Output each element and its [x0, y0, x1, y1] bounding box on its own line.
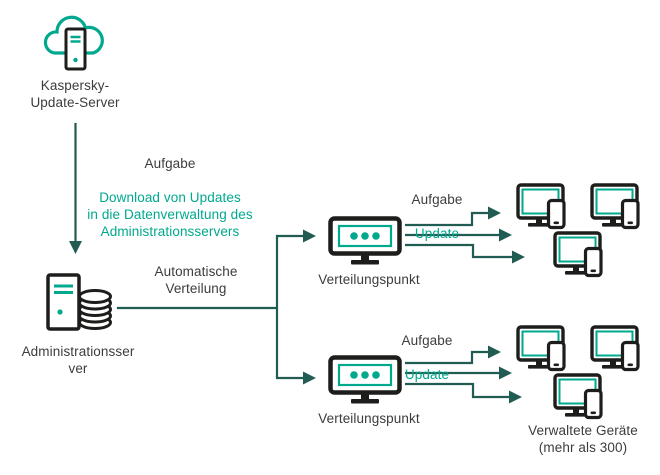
cloud-server-icon: [43, 10, 105, 72]
task-download-detail: Download von Updates in die Datenverwalt…: [87, 190, 253, 239]
task-update-bottom-detail: Update: [404, 367, 450, 382]
auto-distribution-label: Automatische Verteilung: [154, 264, 238, 296]
distribution-monitor-icon: [328, 216, 402, 266]
managed-devices-label: Verwaltete Geräte (mehr als 300): [528, 423, 638, 455]
task-update-top-title: Aufgabe: [411, 192, 463, 207]
monitor-with-phone-icon: [590, 183, 642, 231]
admin-server-label: Administrationsser ver: [21, 344, 135, 376]
task-update-top-label: Aufgabe Update: [377, 174, 497, 242]
distribution-point-bottom-label: Verteilungspunkt: [318, 411, 420, 426]
monitor-with-phone-icon: [516, 183, 568, 231]
task-update-bottom-label: Aufgabe Update: [367, 315, 487, 383]
task-download-title: Aufgabe: [144, 156, 196, 171]
task-download-label: Aufgabe Download von Updates in die Date…: [60, 138, 280, 240]
server-with-disks-icon: [44, 271, 120, 333]
distribution-point-top-label: Verteilungspunkt: [318, 272, 420, 287]
monitor-with-phone-icon: [553, 373, 605, 421]
distribution-monitor-icon: [328, 355, 402, 405]
task-update-top-detail: Update: [414, 226, 460, 241]
monitor-with-phone-icon: [590, 325, 642, 373]
monitor-with-phone-icon: [553, 231, 605, 279]
update-server-label: Kaspersky- Update-Server: [30, 78, 120, 110]
task-update-bottom-title: Aufgabe: [401, 333, 453, 348]
monitor-with-phone-icon: [516, 325, 568, 373]
